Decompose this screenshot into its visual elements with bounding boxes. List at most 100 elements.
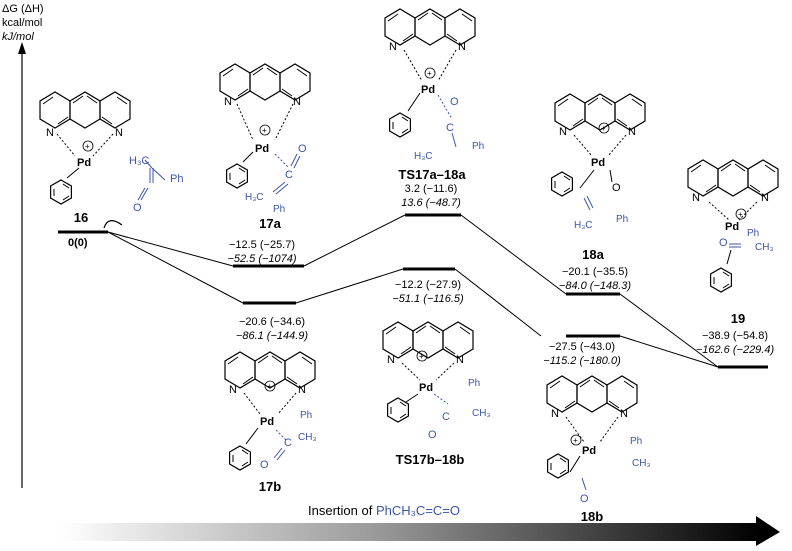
svg-text:O: O (450, 96, 459, 108)
svg-text:N: N (229, 384, 237, 396)
svg-text:N: N (46, 127, 54, 139)
structure-17a: N N Pd + O C H₃C Ph (219, 63, 311, 215)
svg-text:N: N (224, 96, 232, 108)
svg-text:N: N (389, 41, 397, 53)
axis-title-line1: ΔG (ΔH) (2, 3, 44, 15)
svg-text:N: N (298, 384, 306, 396)
svg-text:H₃C: H₃C (245, 192, 264, 203)
svg-text:Ph: Ph (273, 204, 285, 215)
svg-text:N: N (387, 354, 395, 366)
axis-title: ΔG (ΔH) kcal/mol kJ/mol (2, 2, 44, 44)
reagent-phenyl-label: Ph (170, 173, 184, 185)
svg-text:Pd: Pd (255, 143, 269, 155)
svg-text:O: O (612, 182, 621, 194)
energy-axis-arrowhead (18, 42, 26, 54)
svg-text:Ph: Ph (616, 214, 628, 225)
svg-text:O: O (133, 202, 142, 214)
svg-text:N: N (551, 408, 559, 420)
svg-text:H₃C: H₃C (574, 220, 593, 231)
energy-17a-kcal: −12.5 (−25.7) (228, 239, 296, 251)
svg-text:N: N (458, 41, 466, 53)
reagent-ketene: O (133, 159, 166, 214)
svg-text:CH₃: CH₃ (298, 432, 317, 443)
svg-text:O: O (298, 143, 307, 155)
svg-text:+: + (573, 436, 578, 445)
svg-text:CH₃: CH₃ (632, 458, 651, 469)
svg-text:Ph: Ph (472, 141, 484, 152)
svg-text:C: C (446, 122, 454, 134)
caption-reagent: PhCH₃C=C=O (375, 503, 460, 518)
svg-text:+: + (738, 210, 743, 219)
progress-arrow-body (60, 523, 760, 541)
species-name-17a: 17a (259, 216, 281, 231)
svg-text:N: N (115, 127, 123, 139)
reaction-caption: Insertion of PhCH₃C=C=O (308, 503, 460, 518)
svg-text:C: C (284, 437, 292, 449)
svg-text:Pd: Pd (725, 221, 739, 233)
svg-text:Ph: Ph (747, 228, 759, 239)
svg-text:+: + (427, 69, 432, 78)
svg-text:O: O (260, 459, 269, 471)
svg-text:+: + (419, 352, 424, 361)
svg-text:Pd: Pd (582, 445, 596, 457)
energy-18a-kcal: −20.1 (−35.5) (561, 266, 629, 278)
svg-text:O: O (428, 429, 437, 441)
energy-17b-kcal: −20.6 (−34.6) (238, 316, 306, 328)
svg-text:N: N (761, 192, 769, 204)
svg-text:+: + (262, 126, 267, 135)
energy-ts-b-kj: −51.1 (−116.5) (392, 293, 464, 305)
svg-text:Pd: Pd (77, 157, 91, 169)
species-name-17b: 17b (258, 479, 282, 494)
energy-ts-a-kj: 13.6 (−48.7) (401, 197, 461, 209)
structure-19: N N Pd + O Ph CH₃ (687, 159, 779, 293)
svg-text:N: N (692, 192, 700, 204)
structure-17b: N N Pd + C O Ph CH₃ (224, 351, 317, 471)
energy-18b-kcal: −27.5 (−43.0) (548, 341, 616, 353)
axis-title-line3: kJ/mol (2, 31, 34, 43)
svg-text:Pd: Pd (260, 416, 274, 428)
svg-text:CH₃: CH₃ (472, 408, 491, 419)
svg-text:+: + (267, 382, 272, 391)
axis-title-line2: kcal/mol (2, 17, 43, 29)
reagent-methyl-label: H₃C (129, 155, 150, 167)
svg-text:N: N (620, 408, 628, 420)
svg-text:+: + (601, 124, 606, 133)
svg-text:Pd: Pd (591, 157, 605, 169)
svg-text:Pd: Pd (419, 382, 433, 394)
svg-text:H₃C: H₃C (414, 151, 433, 162)
species-name-18b: 18b (580, 509, 604, 524)
connectors (107, 214, 719, 368)
structure-18b: N N Pd + O Ph CH₃ (546, 375, 651, 505)
svg-text:Ph: Ph (630, 436, 642, 447)
svg-text:N: N (293, 96, 301, 108)
svg-text:O: O (580, 493, 589, 505)
energy-19-kcal: −38.9 (−54.8) (701, 330, 769, 342)
svg-text:CH₃: CH₃ (755, 242, 774, 253)
energy-ts-b-kcal: −12.2 (−27.9) (394, 279, 462, 291)
energy-17a-kj: −52.5 (−1074) (227, 253, 297, 265)
structure-18a: N N Pd + O H₃C Ph (550, 93, 646, 231)
species-name-ts-b: TS17b–18b (395, 452, 465, 467)
energy-levels (58, 213, 768, 369)
approach-arc (103, 220, 123, 229)
energy-19-kj: −162.6 (−229.4) (695, 344, 775, 356)
structure-ts-b: N N Pd + C O Ph CH₃ (382, 321, 491, 441)
progress-arrow-head (756, 516, 780, 546)
energy-16-kcal: 0(0) (68, 237, 88, 249)
caption-prefix: Insertion of (308, 503, 376, 518)
structure-16: N N Pd + (39, 91, 131, 205)
svg-text:Pd: Pd (421, 84, 435, 96)
svg-text:C: C (442, 411, 450, 423)
energy-18b-kj: −115.2 (−180.0) (543, 355, 621, 367)
species-name-18a: 18a (582, 247, 604, 262)
svg-text:Ph: Ph (468, 378, 480, 389)
svg-text:+: + (85, 142, 90, 151)
svg-text:O: O (719, 237, 728, 249)
energy-18a-kj: −84.0 (−148.3) (558, 280, 632, 292)
svg-text:N: N (628, 126, 636, 138)
species-name-ts-a: TS17a–18a (398, 167, 466, 182)
energy-ts-a-kcal: 3.2 (−11.6) (404, 183, 458, 195)
energy-17b-kj: −86.1 (−144.9) (235, 330, 309, 342)
